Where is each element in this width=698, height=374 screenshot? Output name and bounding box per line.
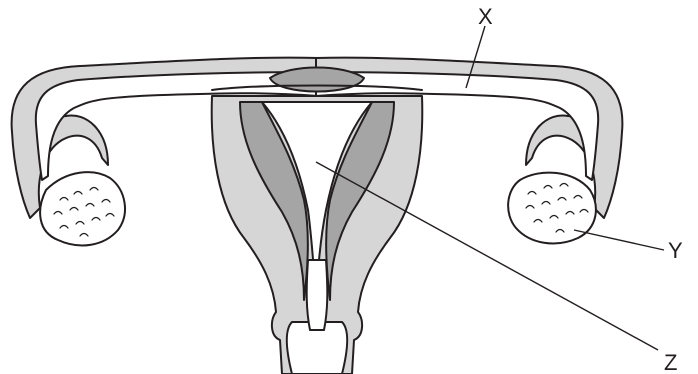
label-z: Z: [664, 350, 677, 374]
cervical-canal: [307, 260, 328, 330]
leader-line-y: [574, 230, 664, 250]
label-x: X: [478, 4, 493, 29]
ovary-right: [508, 173, 596, 244]
diagram-drawing: [12, 58, 623, 374]
uterus-fundus: [270, 68, 364, 92]
label-y: Y: [668, 238, 683, 263]
